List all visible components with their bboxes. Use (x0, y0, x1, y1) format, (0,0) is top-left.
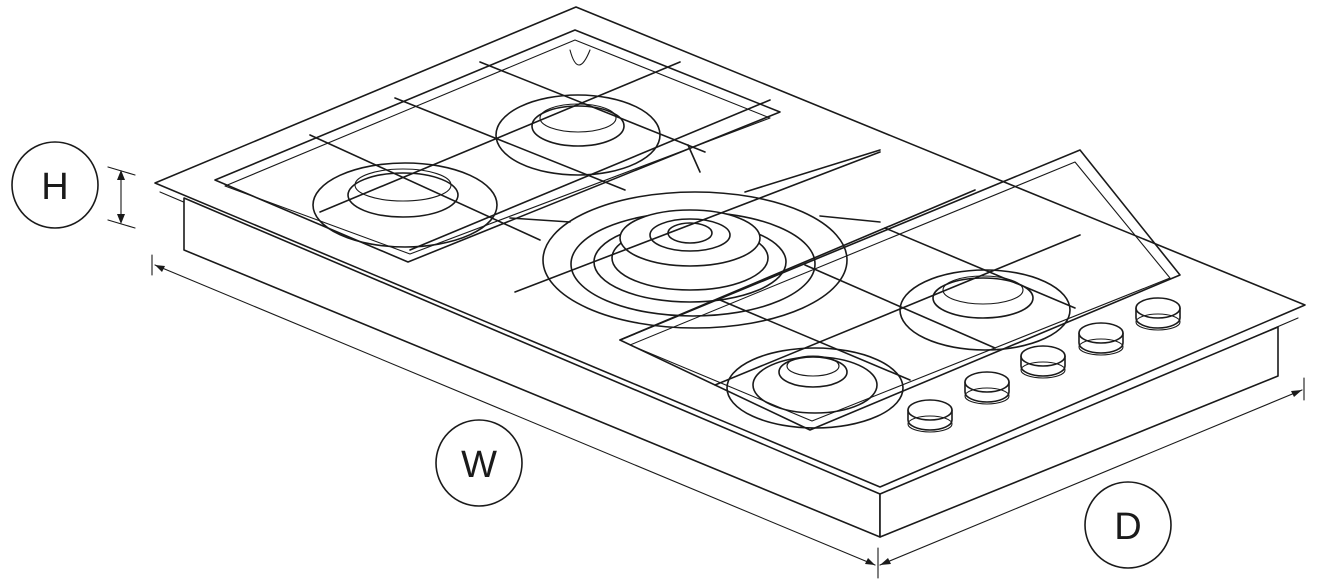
burner-left (312, 162, 498, 248)
cooktop-body (154, 6, 1306, 538)
knob-1 (907, 399, 953, 433)
burner-back (495, 49, 661, 176)
label-width-text: W (461, 444, 497, 486)
burner-right (899, 269, 1071, 351)
burners (312, 49, 1071, 429)
burner-front (726, 347, 904, 429)
label-width: W (435, 419, 523, 507)
label-height-text: H (41, 166, 68, 208)
knob-5 (1135, 297, 1181, 331)
dimension-width (151, 254, 879, 579)
knob-2 (964, 371, 1010, 405)
knob-3 (1020, 345, 1066, 379)
dimension-depth (879, 377, 1305, 566)
label-depth-text: D (1114, 506, 1141, 548)
pan-supports (214, 29, 1181, 431)
side-face (879, 326, 1279, 538)
label-height: H (11, 141, 99, 229)
grate-right-frame (619, 149, 1181, 431)
dimension-height (107, 166, 136, 229)
control-knobs (907, 297, 1181, 433)
burner-wok (542, 191, 848, 329)
grate-left-frame (214, 29, 781, 263)
knob-4 (1078, 322, 1124, 356)
label-depth: D (1084, 481, 1172, 569)
